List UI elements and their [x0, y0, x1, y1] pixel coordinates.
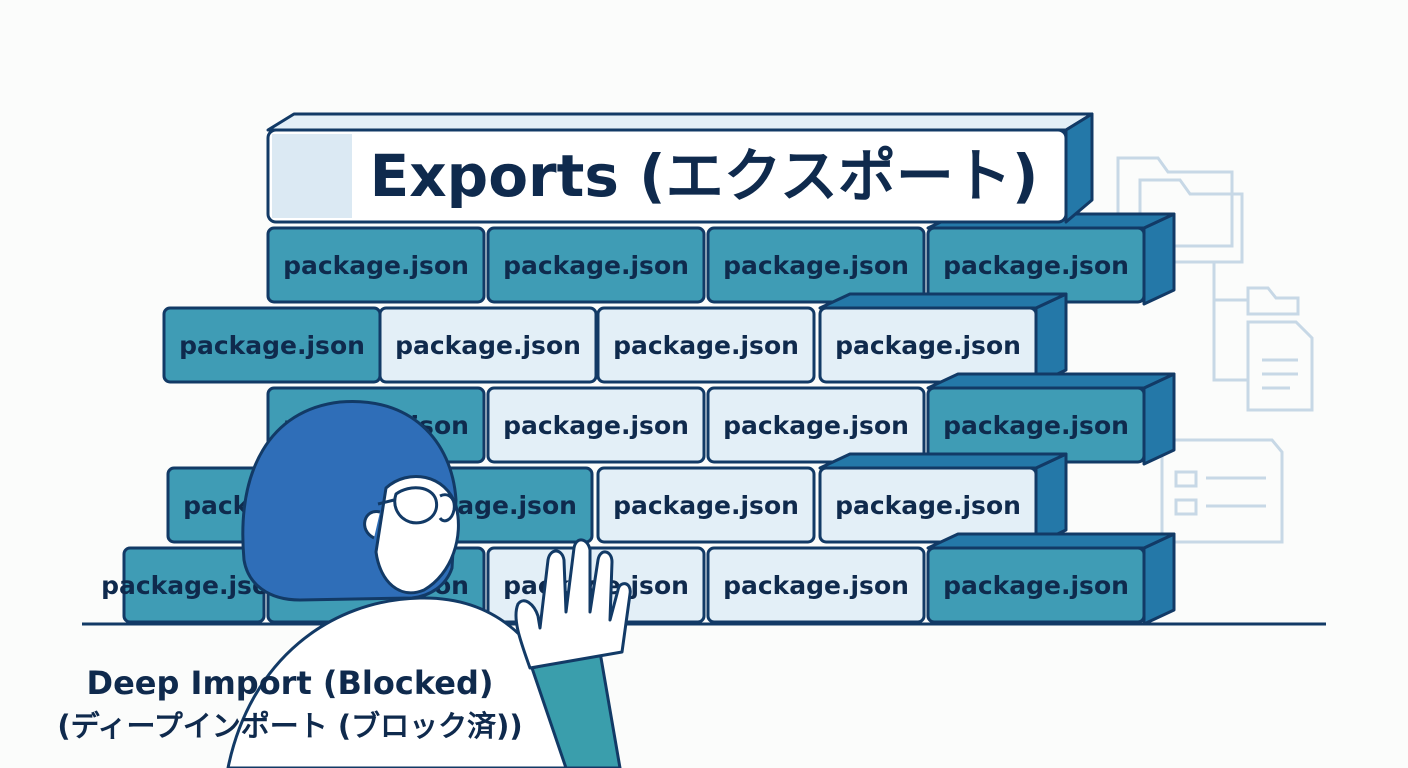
brick-label: package.json	[723, 411, 909, 440]
folder-icon	[1246, 286, 1300, 316]
tree-connector	[1212, 262, 1248, 382]
brick-label: package.json	[835, 331, 1021, 360]
brick-label: package.json	[283, 251, 469, 280]
brick-row: package.json package.json package.json pack…	[266, 212, 1176, 306]
brick-label: package.json	[503, 251, 689, 280]
raised-hand	[514, 538, 632, 670]
brick-label: package.json	[943, 411, 1129, 440]
brick: package.json	[596, 306, 816, 384]
document-icon	[1160, 438, 1284, 544]
exports-capstone: Exports (エクスポート)	[266, 112, 1094, 224]
document-icon	[1246, 320, 1314, 412]
brick: package.json	[926, 532, 1176, 626]
brick: package.json	[486, 226, 706, 304]
brick: package.json	[926, 212, 1176, 306]
brick-label: package.json	[503, 411, 689, 440]
person-ear	[363, 510, 381, 540]
brick: package.json	[706, 546, 926, 624]
caption-line-japanese: (ディープインポート (ブロック済))	[57, 709, 523, 743]
brick: package.json	[162, 306, 382, 384]
deep-import-caption: Deep Import (Blocked) (ディープインポート (ブロック済)…	[0, 660, 580, 746]
brick-label: package.json	[943, 251, 1129, 280]
brick-label: package.json	[395, 331, 581, 360]
caption-line-english: Deep Import (Blocked)	[86, 664, 494, 702]
brick: package.json	[818, 452, 1068, 546]
brick: package.json	[706, 226, 926, 304]
brick: package.json	[596, 466, 816, 544]
brick-label: package.json	[723, 251, 909, 280]
brick-row: package.jsonpackage.jsonpackage.jsonpack…	[166, 452, 1068, 546]
brick: package.json	[706, 386, 926, 464]
brick-label: package.json	[835, 491, 1021, 520]
person-with-raised-hand-icon	[226, 399, 632, 768]
brick-label: package.json	[613, 491, 799, 520]
brick: package.json	[818, 292, 1068, 386]
brick-label: package.json	[179, 331, 365, 360]
exports-title: Exports (エクスポート)	[370, 142, 1039, 210]
brick: package.json	[926, 372, 1176, 466]
brick: package.json	[266, 226, 486, 304]
brick-row: package.json package.json package.json pack…	[162, 292, 1068, 386]
brick-label: package.json	[723, 571, 909, 600]
glasses-icon	[377, 486, 456, 525]
brick: package.json	[486, 386, 706, 464]
brick-label: package.json	[613, 331, 799, 360]
brick: package.json	[378, 306, 598, 384]
brick-label: package.json	[943, 571, 1129, 600]
